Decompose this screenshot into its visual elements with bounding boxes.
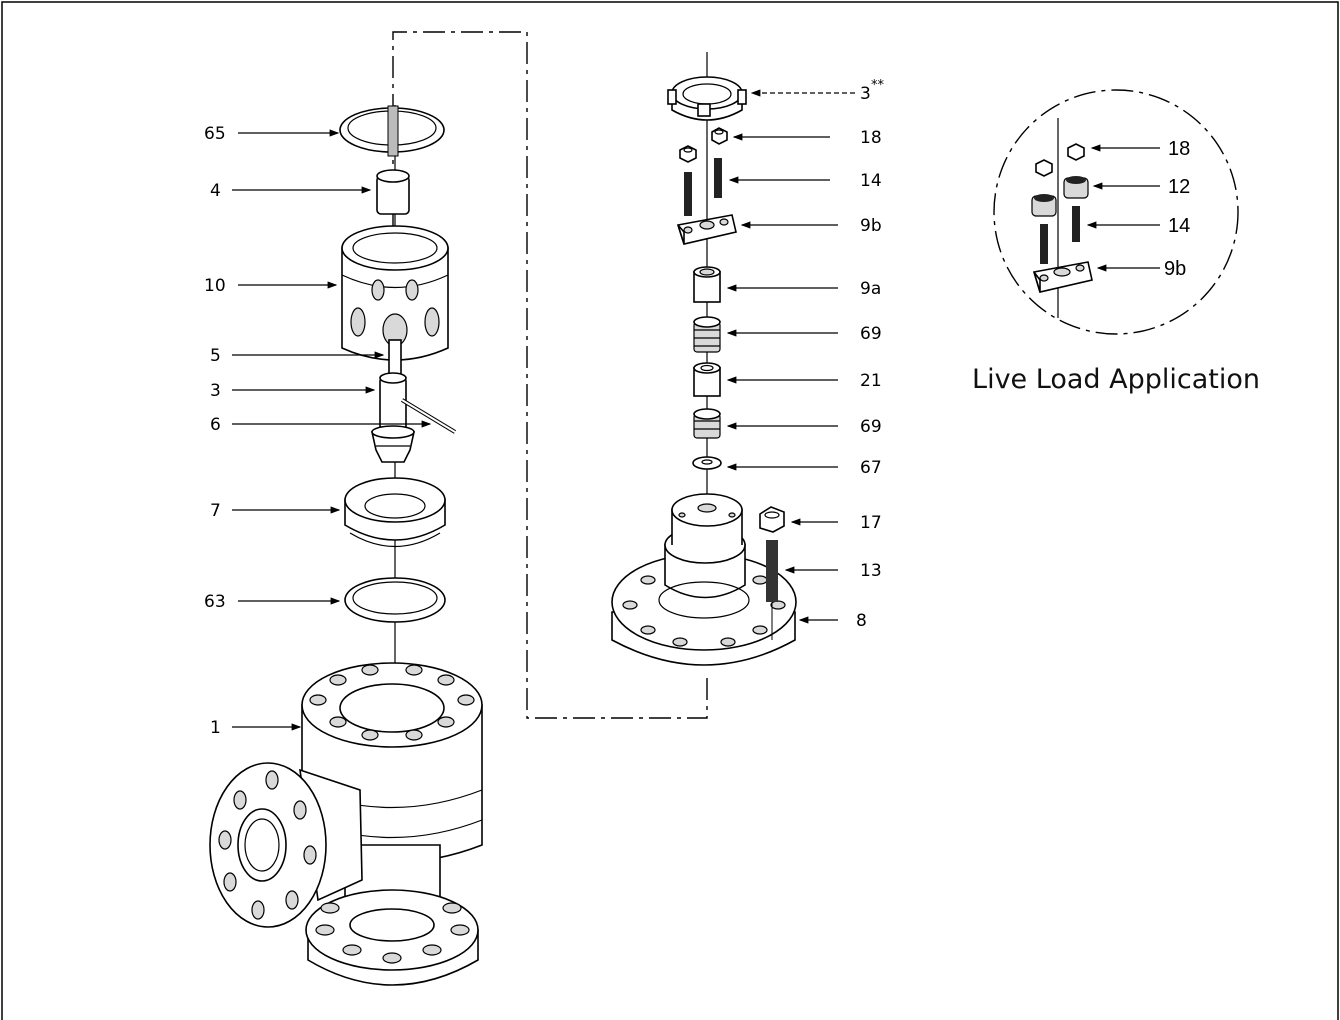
detail-label-14: 14 [1168, 215, 1190, 237]
live-load-detail: 18 12 14 9b [993, 89, 1239, 335]
part-65-gasket [339, 105, 445, 157]
part-21-lantern-ring [693, 362, 721, 397]
label-63: 63 [204, 592, 226, 612]
part-13-stud [766, 540, 778, 640]
assembly-connector-line [392, 31, 708, 719]
label-69-lower: 69 [860, 417, 882, 437]
part-17-hex-nut [759, 506, 785, 533]
label-67: 67 [860, 458, 882, 478]
live-load-title: Live Load Application [972, 364, 1260, 395]
label-5: 5 [210, 346, 221, 366]
part-18-nut [679, 127, 728, 163]
label-1: 1 [210, 718, 221, 738]
label-18: 18 [860, 128, 882, 148]
part-69-packing-upper [693, 316, 721, 353]
detail-circle [993, 89, 1239, 335]
part-9b-gland-flange [676, 214, 737, 245]
part-8-bonnet [611, 493, 797, 666]
label-14: 14 [860, 171, 882, 191]
label-4: 4 [210, 181, 221, 201]
label-3-left: 3 [210, 381, 221, 401]
label-10: 10 [204, 276, 226, 296]
part-9a-gland-follower [693, 266, 721, 303]
label-8: 8 [856, 611, 867, 631]
part-1-valve-body [209, 662, 483, 986]
label-3-right: 3 [860, 84, 871, 104]
part-4-bushing [376, 169, 410, 215]
center-leaders [726, 89, 855, 624]
label-65: 65 [204, 124, 226, 144]
part-3-gland-nut [667, 76, 747, 121]
label-69-upper: 69 [860, 324, 882, 344]
detail-label-12: 12 [1168, 176, 1190, 198]
part-63-gasket [344, 577, 446, 623]
part-7-seat-ring [344, 477, 446, 548]
label-9a: 9a [860, 279, 881, 299]
label-3-double-asterisk: ** [871, 78, 885, 93]
part-plug-head [371, 425, 415, 463]
part-14-stud [684, 158, 722, 216]
detail-label-18: 18 [1168, 138, 1190, 160]
part-69-packing-lower [693, 408, 721, 439]
label-7: 7 [210, 501, 221, 521]
label-13: 13 [860, 561, 882, 581]
detail-label-9b: 9b [1164, 258, 1186, 280]
label-17: 17 [860, 513, 882, 533]
part-67-ring [692, 456, 722, 470]
label-21: 21 [860, 371, 882, 391]
left-leaders [232, 129, 432, 731]
label-9b: 9b [860, 216, 882, 236]
label-6: 6 [210, 415, 221, 435]
